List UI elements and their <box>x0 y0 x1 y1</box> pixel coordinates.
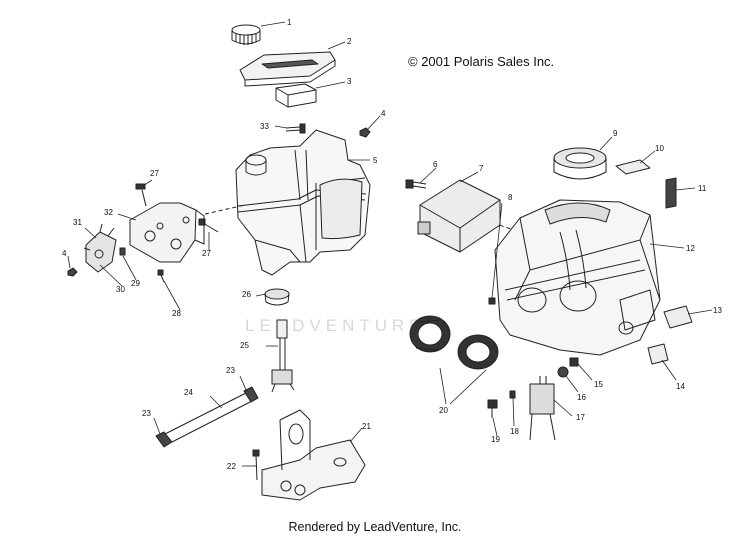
callout-5: 5 <box>373 156 378 165</box>
part-decal-10[interactable] <box>615 159 651 175</box>
part-intake-boot-right[interactable] <box>457 334 499 370</box>
callout-4: 4 <box>381 109 386 118</box>
callout-7: 7 <box>479 164 484 173</box>
part-screw-8[interactable] <box>488 297 496 305</box>
callout-22: 22 <box>227 462 236 471</box>
callout-10: 10 <box>655 144 664 153</box>
callout-1: 1 <box>287 18 292 27</box>
part-oil-level-sensor[interactable] <box>271 319 295 393</box>
callout-6: 6 <box>433 160 438 169</box>
callout-2: 2 <box>347 37 352 46</box>
callout-31: 31 <box>73 218 82 227</box>
part-filter-block[interactable] <box>275 83 317 108</box>
part-reservoir-lid[interactable] <box>239 51 336 87</box>
part-mount-bracket[interactable] <box>129 202 205 263</box>
callout-15: 15 <box>594 380 603 389</box>
callout-28: 28 <box>172 309 181 318</box>
copyright-notice: © 2001 Polaris Sales Inc. <box>408 54 555 69</box>
callout-25: 25 <box>240 341 249 350</box>
part-bolt-27-upper[interactable] <box>135 183 147 207</box>
part-clamp-23-right[interactable] <box>243 386 259 403</box>
part-bolt-6[interactable] <box>405 179 427 189</box>
callout-23a: 23 <box>226 366 235 375</box>
callout-20: 20 <box>439 406 448 415</box>
callout-16: 16 <box>577 393 586 402</box>
part-nut-4b[interactable] <box>67 267 78 277</box>
callout-27b: 27 <box>202 249 211 258</box>
part-clamp-23-left[interactable] <box>155 431 173 448</box>
callout-18: 18 <box>510 427 519 436</box>
callout-4b: 4 <box>62 249 67 258</box>
footer-credit: Rendered by LeadVenture, Inc. <box>288 520 462 534</box>
callout-26: 26 <box>242 290 251 299</box>
part-washer-18[interactable] <box>509 390 516 399</box>
part-solenoid[interactable] <box>529 376 556 441</box>
callout-12: 12 <box>686 244 695 253</box>
callout-8: 8 <box>508 193 513 202</box>
part-hose[interactable] <box>164 392 253 443</box>
part-seal-ring[interactable] <box>553 147 607 180</box>
part-bolt-19[interactable] <box>487 399 498 418</box>
part-washer-16[interactable] <box>557 366 569 378</box>
part-washer-29[interactable] <box>119 247 126 256</box>
callout-14: 14 <box>676 382 685 391</box>
part-decal-13[interactable] <box>663 305 693 329</box>
callout-13: 13 <box>713 306 722 315</box>
callout-17: 17 <box>576 413 585 422</box>
callout-32: 32 <box>104 208 113 217</box>
callout-27a: 27 <box>150 169 159 178</box>
part-bolt-33[interactable] <box>285 123 306 134</box>
callout-23b: 23 <box>142 409 151 418</box>
part-bolt-28[interactable] <box>157 269 165 283</box>
callout-30: 30 <box>116 285 125 294</box>
part-oil-pump[interactable] <box>83 223 117 273</box>
part-nut-4[interactable] <box>359 127 371 138</box>
part-decal-14[interactable] <box>647 343 669 365</box>
callout-24: 24 <box>184 388 193 397</box>
callout-33: 33 <box>260 122 269 131</box>
callout-21: 21 <box>362 422 371 431</box>
part-grommet[interactable] <box>264 288 290 306</box>
callout-9: 9 <box>613 129 618 138</box>
part-bolt-27-lower[interactable] <box>198 218 219 233</box>
callout-19: 19 <box>491 435 500 444</box>
part-oil-tank[interactable] <box>235 129 371 276</box>
part-bolt-15[interactable] <box>569 357 579 367</box>
part-cap[interactable] <box>231 24 261 45</box>
part-lower-bracket[interactable] <box>261 409 366 501</box>
part-intake-boot-left[interactable] <box>409 315 451 353</box>
part-clip-11[interactable] <box>665 177 677 209</box>
callout-3: 3 <box>347 77 352 86</box>
part-cdi-box[interactable] <box>417 179 501 253</box>
part-bolt-22[interactable] <box>252 449 260 481</box>
callout-29: 29 <box>131 279 140 288</box>
part-airbox[interactable] <box>494 199 661 356</box>
watermark-text: LEADVENTURE <box>245 316 426 335</box>
callout-11: 11 <box>698 184 707 193</box>
